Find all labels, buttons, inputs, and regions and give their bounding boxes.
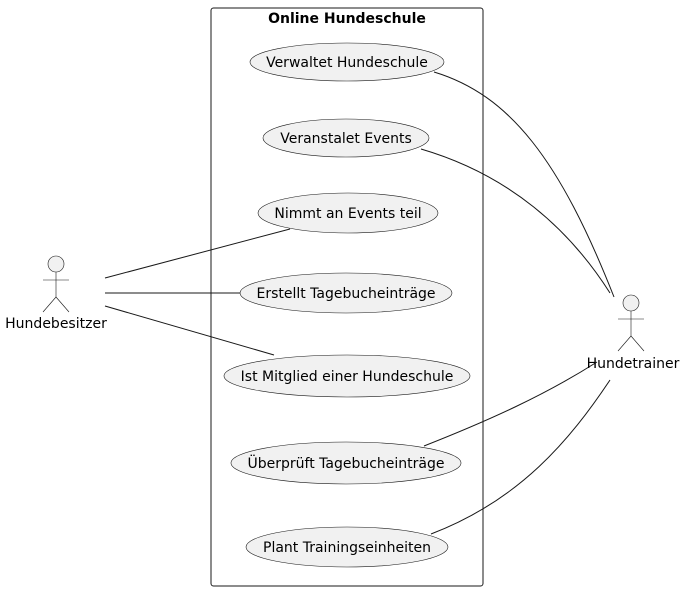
use-case-label: Ist Mitglied einer Hundeschule bbox=[241, 369, 454, 385]
use-case-label: Überprüft Tagebucheinträge bbox=[248, 454, 445, 472]
use-case-verwaltet-hundeschule[interactable]: Verwaltet Hundeschule bbox=[249, 42, 445, 82]
system-boundary: Online Hundeschule bbox=[210, 7, 484, 587]
use-case-ellipse bbox=[230, 441, 462, 485]
use-case-label: Nimmt an Events teil bbox=[274, 206, 421, 222]
use-case-veranstalet-events[interactable]: Veranstalet Events bbox=[262, 118, 430, 158]
actor-hundebesitzer[interactable]: Hundebesitzer bbox=[5, 255, 107, 332]
use-case-ellipse bbox=[223, 354, 471, 398]
use-case-ellipse bbox=[257, 192, 439, 234]
system-title: Online Hundeschule bbox=[268, 11, 426, 27]
actor-hundetrainer[interactable]: Hundetrainer bbox=[587, 294, 680, 372]
association-trainer-verwaltet-hundeschule bbox=[433, 71, 615, 298]
use-case-nimmt-an-events-teil[interactable]: Nimmt an Events teil bbox=[257, 192, 439, 234]
use-case-label: Plant Trainingseinheiten bbox=[263, 540, 431, 556]
association-trainer-veranstalet-events bbox=[420, 148, 611, 294]
actor-head bbox=[47, 255, 65, 273]
use-case-erstellt-tagebucheintraege[interactable]: Erstellt Tagebucheinträge bbox=[239, 272, 453, 314]
use-case-label: Erstellt Tagebucheinträge bbox=[256, 286, 435, 302]
system-boundary-box bbox=[210, 7, 484, 587]
actor-label: Hundetrainer bbox=[587, 356, 680, 372]
use-case-ellipse bbox=[262, 118, 430, 158]
use-case-label: Veranstalet Events bbox=[280, 131, 412, 147]
actor-head bbox=[622, 294, 640, 312]
actor-left-leg bbox=[42, 296, 57, 313]
actor-right-leg bbox=[55, 296, 70, 313]
use-case-plant-trainingseinheiten[interactable]: Plant Trainingseinheiten bbox=[245, 526, 449, 568]
association-trainer-ueberprueft-tagebucheintraege bbox=[423, 361, 598, 447]
use-case-ist-mitglied-einer-hundeschule[interactable]: Ist Mitglied einer Hundeschule bbox=[223, 354, 471, 398]
association-owner-ist-mitglied bbox=[104, 305, 275, 356]
actor-right-leg bbox=[630, 335, 645, 352]
associations bbox=[104, 71, 615, 535]
use-case-label: Verwaltet Hundeschule bbox=[266, 55, 428, 71]
association-owner-nimmt-an-events-teil bbox=[104, 228, 291, 279]
actor-label: Hundebesitzer bbox=[5, 316, 107, 332]
use-case-ellipse bbox=[245, 526, 449, 568]
stick-figure-icon bbox=[42, 255, 70, 313]
stick-figure-icon bbox=[617, 294, 645, 352]
association-trainer-plant-trainingseinheiten bbox=[430, 379, 611, 535]
actor-left-leg bbox=[617, 335, 632, 352]
use-case-ueberprueft-tagebucheintraege[interactable]: Überprüft Tagebucheinträge bbox=[230, 441, 462, 485]
use-case-ellipse bbox=[239, 272, 453, 314]
use-case-ellipse bbox=[249, 42, 445, 82]
